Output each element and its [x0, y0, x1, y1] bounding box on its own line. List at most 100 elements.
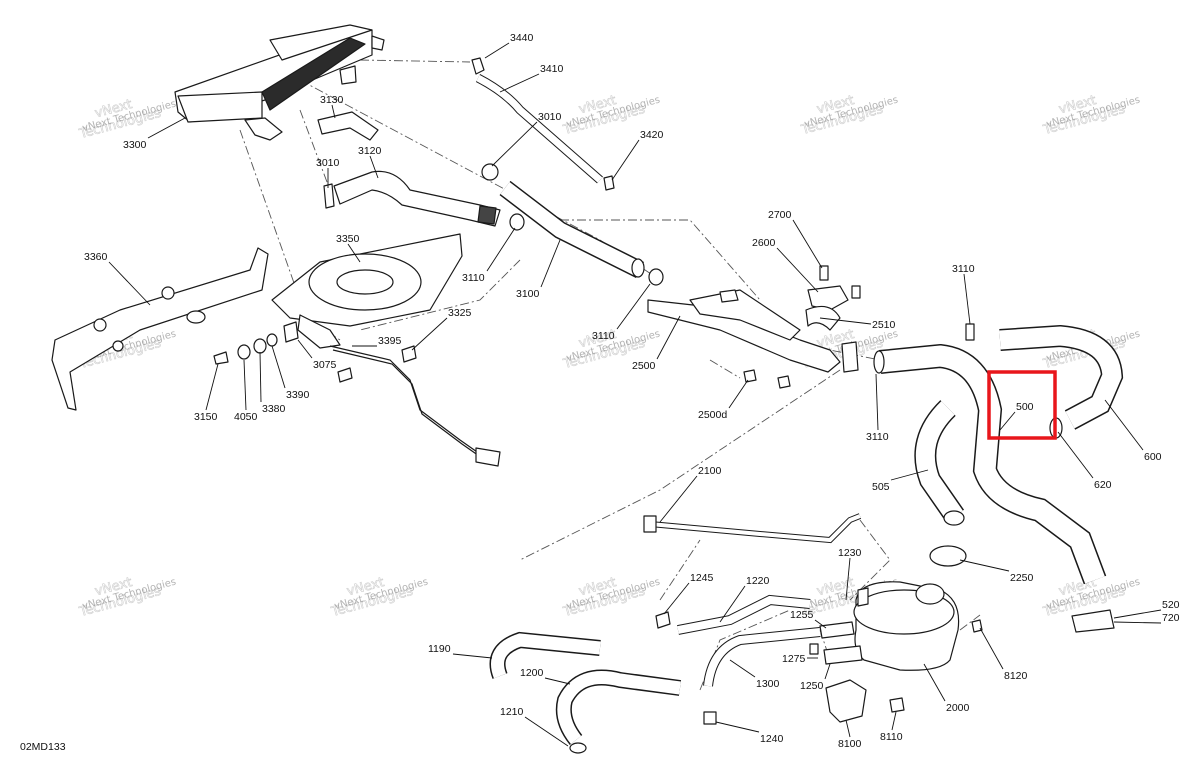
clip-3010a[interactable]	[323, 183, 335, 209]
leader-line-3100	[540, 239, 561, 288]
hose-500[interactable]	[873, 343, 1107, 585]
part-label-620[interactable]: 620	[1094, 479, 1112, 491]
leader-line-3410	[499, 73, 540, 93]
part-label-4050[interactable]: 4050	[234, 411, 258, 423]
leader-line-2700	[792, 219, 823, 269]
part-label-3395[interactable]: 3395	[378, 335, 402, 347]
part-label-3325[interactable]: 3325	[448, 307, 472, 319]
highlight-box	[987, 370, 1057, 440]
pipe-3100[interactable]	[499, 180, 645, 279]
part-label-3010[interactable]: 3010	[316, 157, 340, 169]
leader-line-1300	[729, 659, 756, 678]
part-label-1245[interactable]: 1245	[690, 572, 714, 584]
part-label-1200[interactable]: 1200	[520, 667, 544, 679]
part-label-3350[interactable]: 3350	[336, 233, 360, 245]
part-label-3380[interactable]: 3380	[262, 403, 286, 415]
part-labels: 3440 3410 3130 3010 3010 3420 3300 3120 2700 2600…	[84, 32, 1180, 750]
part-label-2510[interactable]: 2510	[872, 319, 896, 331]
hose-505[interactable]	[914, 400, 965, 526]
part-label-3390[interactable]: 3390	[286, 389, 310, 401]
part-label-2700[interactable]: 2700	[768, 209, 792, 221]
part-label-3110[interactable]: 3110	[462, 272, 485, 284]
leader-line-1210	[524, 716, 569, 747]
pipe-3410[interactable]	[471, 57, 603, 184]
leader-line-8120	[979, 627, 1004, 670]
part-label-505[interactable]: 505	[872, 481, 890, 493]
part-label-3110[interactable]: 3110	[952, 263, 975, 275]
leader-line-2500	[656, 315, 681, 360]
part-label-8120[interactable]: 8120	[1004, 670, 1028, 682]
coolant-reservoir-2000[interactable]	[819, 545, 983, 671]
part-label-3110[interactable]: 3110	[866, 431, 889, 443]
part-label-3360[interactable]: 3360	[84, 251, 108, 263]
part-label-500[interactable]: 500	[1016, 401, 1034, 413]
part-label-2250[interactable]: 2250	[1010, 572, 1034, 584]
leader-line-3130	[331, 104, 336, 119]
hose-1220[interactable]	[655, 594, 811, 635]
hose-1190[interactable]	[489, 631, 601, 679]
leader-line-1220	[719, 585, 746, 623]
leader-line-2250	[959, 559, 1010, 572]
fasteners-3150-3390[interactable]	[213, 321, 353, 383]
part-label-1230[interactable]: 1230	[838, 547, 862, 559]
part-label-2600[interactable]: 2600	[752, 237, 776, 249]
part-label-3300[interactable]: 3300	[123, 139, 147, 151]
leader-line-3150	[205, 363, 219, 411]
part-label-3120[interactable]: 3120	[358, 145, 382, 157]
fan-assembly-3350[interactable]	[271, 233, 463, 349]
clamps-3010-3110[interactable]	[481, 163, 664, 286]
leader-line-8110	[891, 711, 897, 731]
leader-line-3350	[347, 243, 361, 263]
part-label-3420[interactable]: 3420	[640, 129, 664, 141]
part-label-3100[interactable]: 3100	[516, 288, 540, 300]
pipe-2100[interactable]	[643, 513, 862, 544]
leader-line-1245	[663, 582, 690, 615]
part-label-2100[interactable]: 2100	[698, 465, 722, 477]
part-label-520[interactable]: 520	[1162, 599, 1180, 611]
part-label-600[interactable]: 600	[1144, 451, 1162, 463]
leader-line-3300	[147, 117, 186, 139]
thermostat-housing-2500[interactable]	[647, 265, 861, 389]
part-label-1275[interactable]: 1275	[782, 653, 806, 665]
radiator-3300[interactable]	[174, 24, 385, 141]
bracket-3360[interactable]	[51, 247, 269, 411]
leader-line-500	[999, 411, 1016, 431]
leader-line-2000	[923, 663, 946, 702]
leader-line-4050	[243, 359, 247, 411]
part-label-1250[interactable]: 1250	[800, 680, 824, 692]
wire-harness-3325[interactable]	[329, 345, 501, 467]
part-label-1240[interactable]: 1240	[760, 733, 784, 745]
part-label-3110[interactable]: 3110	[592, 330, 615, 342]
leader-line-3420	[611, 139, 640, 181]
leader-line-3110	[875, 373, 879, 431]
part-label-3130[interactable]: 3130	[320, 94, 344, 106]
hose-3130[interactable]	[317, 111, 379, 141]
part-label-720[interactable]: 720	[1162, 612, 1180, 624]
part-label-2000[interactable]: 2000	[946, 702, 970, 714]
hose-520-720[interactable]	[1071, 609, 1115, 633]
part-label-3075[interactable]: 3075	[313, 359, 337, 371]
hose-1300[interactable]	[703, 627, 821, 725]
part-label-1220[interactable]: 1220	[746, 575, 770, 587]
hose-1200[interactable]	[555, 669, 682, 754]
part-label-1300[interactable]: 1300	[756, 678, 780, 690]
part-label-3150[interactable]: 3150	[194, 411, 218, 423]
leader-line-600	[1104, 399, 1144, 451]
part-label-1255[interactable]: 1255	[790, 609, 814, 621]
bracket-8100[interactable]	[825, 679, 905, 723]
part-label-8110[interactable]: 8110	[880, 731, 903, 743]
part-label-3410[interactable]: 3410	[540, 63, 564, 75]
part-label-8100[interactable]: 8100	[838, 738, 862, 750]
leader-line-3325	[411, 317, 448, 351]
part-label-1190[interactable]: 1190	[428, 643, 451, 655]
part-label-3010[interactable]: 3010	[538, 111, 562, 123]
part-label-2500[interactable]: 2500	[632, 360, 656, 372]
part-label-3440[interactable]: 3440	[510, 32, 534, 44]
leader-line-1250	[824, 663, 831, 680]
part-label-1210[interactable]: 1210	[500, 706, 524, 718]
part-label-2500d[interactable]: 2500d	[698, 409, 727, 421]
hose-3120[interactable]	[333, 170, 501, 227]
